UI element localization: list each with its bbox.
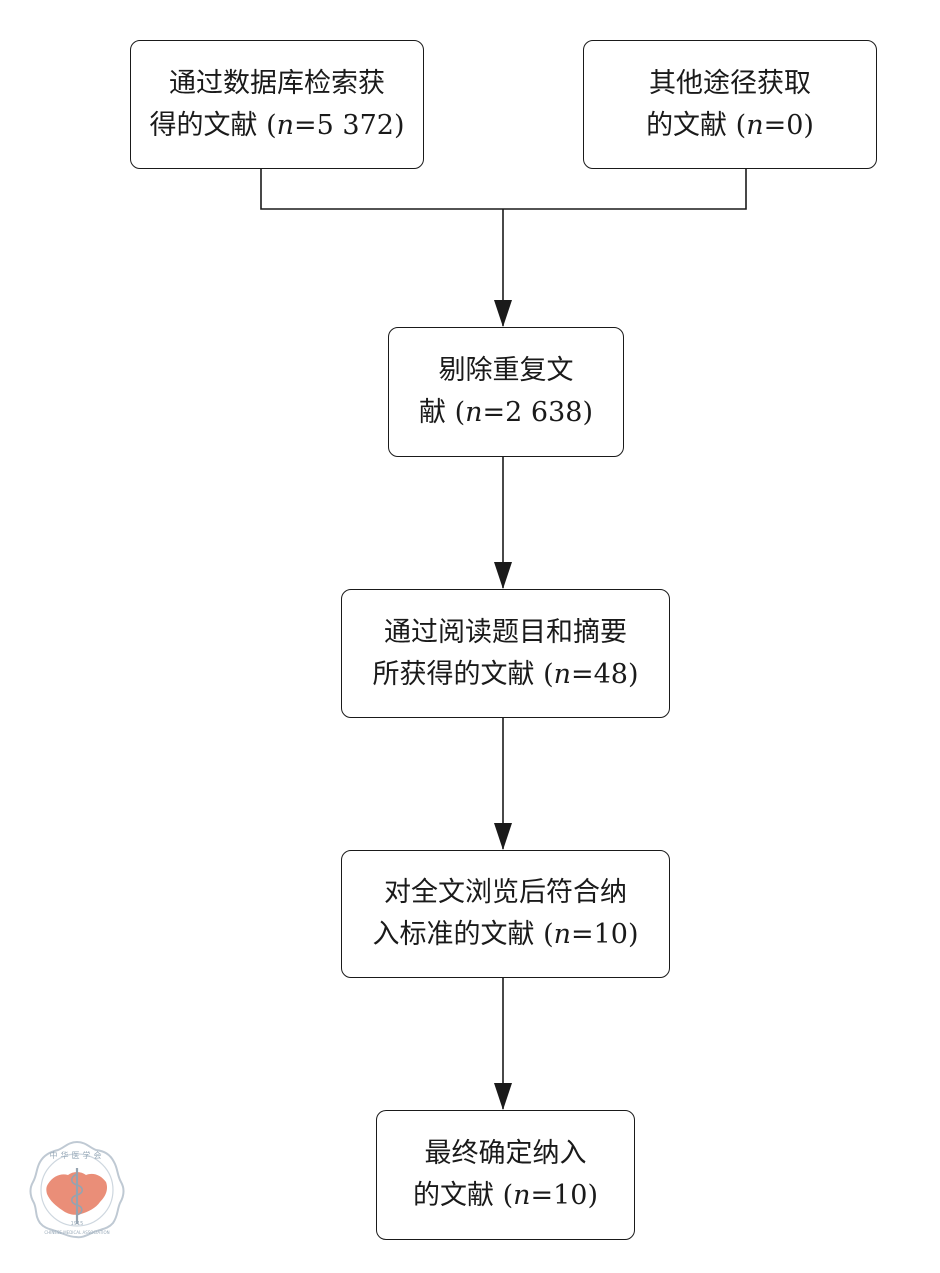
merge-connector — [260, 168, 747, 210]
box-other-sources: 其他途径获取 的文献 (n=0) — [583, 40, 877, 169]
arrowhead-dedup — [494, 300, 512, 327]
box-fulltext-eligible: 对全文浏览后符合纳 入标准的文献 (n=10) — [341, 850, 670, 978]
box-line: 的文献 (n=0) — [646, 109, 814, 141]
logo-serpent — [70, 1173, 84, 1216]
arrowhead-screening — [494, 562, 512, 589]
box-line: 对全文浏览后符合纳 — [384, 877, 627, 908]
logo-outer-ring — [29, 1140, 125, 1239]
box-title-abstract-screened: 通过阅读题目和摘要 所获得的文献 (n=48) — [341, 589, 670, 718]
chinese-medical-association-logo: 中华医学会 1915 CHINESE MEDICAL ASSOCIATION — [29, 1140, 125, 1239]
box-line: 入标准的文献 (n=10) — [372, 919, 639, 950]
arrowhead-final — [494, 1083, 512, 1110]
logo-inner-ring — [40, 1153, 114, 1227]
logo-year: 1915 — [71, 1221, 84, 1227]
box-duplicates-removed: 剔除重复文 献 (n=2 638) — [388, 327, 624, 457]
box-line: 通过数据库检索获 — [169, 67, 385, 99]
box-line: 得的文献 (n=5 372) — [149, 109, 405, 141]
box-line: 通过阅读题目和摘要 — [384, 616, 627, 648]
box-line: 献 (n=2 638) — [419, 397, 593, 428]
box-line: 所获得的文献 (n=48) — [372, 658, 639, 690]
box-database-search: 通过数据库检索获 得的文献 (n=5 372) — [130, 40, 424, 169]
box-line: 的文献 (n=10) — [412, 1180, 599, 1211]
logo-text-top: 中华医学会 — [50, 1150, 105, 1160]
box-final-included: 最终确定纳入 的文献 (n=10) — [376, 1110, 635, 1240]
box-line: 最终确定纳入 — [424, 1138, 587, 1169]
box-line: 剔除重复文 — [438, 355, 574, 386]
logo-text-bottom: CHINESE MEDICAL ASSOCIATION — [44, 1230, 109, 1235]
box-line: 其他途径获取 — [649, 67, 811, 99]
arrowhead-fulltext — [494, 823, 512, 850]
